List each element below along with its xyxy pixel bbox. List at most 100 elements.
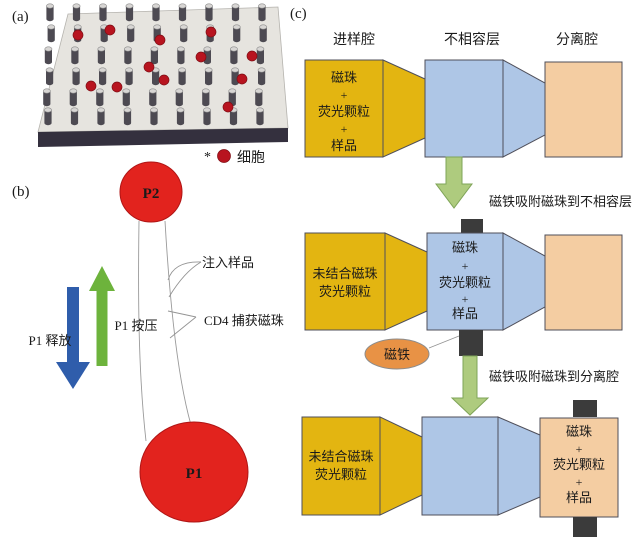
stage3-sep-line: 荧光颗粒 [553, 457, 605, 472]
pillar-cap [150, 46, 159, 52]
pillar-body [230, 49, 238, 65]
stage1-line: 荧光颗粒 [318, 104, 370, 119]
cell-dots [72, 24, 258, 113]
pillar-cap [203, 46, 212, 52]
stage2-mid-line: + [462, 292, 469, 306]
stage3-sep-line: 磁珠 [566, 424, 592, 439]
pillar-body [176, 110, 185, 126]
cell-dot [104, 24, 116, 36]
pillar-cap [73, 24, 82, 30]
stage3-inlet-chamber [301, 416, 381, 516]
pillar-body [258, 70, 266, 86]
pillar-body [229, 110, 238, 126]
pillar-cap [72, 3, 81, 9]
pillar-cap [46, 3, 54, 9]
pillar-body [125, 6, 134, 22]
magnet-block-sep-top [573, 400, 597, 417]
cd4-label: CD4 捕获磁珠 [204, 313, 284, 328]
cell-dot [158, 74, 170, 86]
stage2-mid-line: 磁珠 [452, 240, 478, 255]
stage3-inlet-nozzle [379, 416, 423, 516]
pillar-cap [122, 88, 131, 94]
legend-label: 细胞 [237, 150, 265, 166]
pillar-cap [72, 67, 80, 73]
pillar-cap [179, 24, 188, 30]
stage1-line: + [341, 88, 348, 102]
stage3-middle-nozzle [497, 416, 541, 516]
panel-c-label: (c) [290, 6, 307, 22]
pump-p1-label: P1 [186, 466, 203, 482]
cell-dot [85, 80, 97, 92]
inject-pointer-line2 [168, 261, 202, 298]
pillar-body [122, 91, 130, 107]
header-separation-chamber: 分离腔 [556, 31, 598, 48]
step2-label: 磁铁吸附磁珠到分离腔 [489, 369, 619, 384]
pillar-body [43, 91, 51, 107]
magnet-label: 磁铁 [384, 347, 410, 362]
pillar-body [152, 6, 160, 22]
pillar-body [99, 70, 107, 86]
stage-1: 磁珠 + 荧光颗粒 + 样品 [304, 59, 623, 158]
pillar-cap [204, 67, 213, 73]
pillar-cap [201, 88, 210, 94]
pillar-body [46, 70, 54, 86]
pillar-cap [126, 24, 135, 30]
pillar-body [72, 70, 80, 86]
pillar-body [125, 70, 133, 86]
pillar-body [71, 49, 79, 65]
channel-right-wall [164, 220, 192, 426]
pillar-cap [256, 46, 265, 52]
legend-asterisk: * [204, 150, 211, 165]
panel-b: (b) P2 P1 P1 按压 P1 释放 注入样品 CD4 捕获磁珠 [12, 161, 284, 523]
micropillar-platform-front [38, 128, 288, 147]
stage3-sep-line: + [576, 475, 583, 489]
stage3-inlet-line: 荧光颗粒 [315, 467, 367, 482]
pillar-cap [228, 88, 237, 94]
pillar-body [127, 27, 135, 43]
pillar-cap [258, 3, 266, 9]
stage2-separation-chamber [544, 234, 623, 331]
pillar-body [150, 110, 158, 126]
release-label: P1 释放 [29, 333, 72, 348]
pillar-cap [97, 46, 106, 52]
step1-label: 磁铁吸附磁珠到不相容层 [489, 194, 632, 209]
pillar-body [178, 6, 187, 22]
pillar-cap [47, 24, 56, 30]
stage2-middle-chamber [426, 232, 504, 331]
inject-pointer-line [167, 261, 202, 281]
pillar-cap [232, 24, 241, 30]
stage1-line: 样品 [331, 138, 357, 153]
step2-down-arrow [450, 355, 490, 416]
inject-label: 注入样品 [202, 255, 254, 270]
pillar-body [231, 6, 240, 22]
pillar-body [256, 49, 264, 65]
pillar-body [205, 70, 213, 86]
pillar-cap [229, 46, 238, 52]
pillar-cap [152, 3, 160, 9]
panel-a-label: (a) [12, 9, 29, 25]
pillar-body [72, 6, 81, 22]
cell-dot [236, 73, 248, 85]
pillar-body [70, 110, 79, 126]
release-down-arrow [56, 287, 90, 389]
stage2-inlet-chamber [304, 232, 386, 331]
pillar-cap [70, 107, 79, 113]
pillar-body [152, 70, 160, 86]
pillar-cap [71, 46, 79, 52]
pillar-cap [123, 107, 132, 113]
pillar-body [256, 110, 264, 126]
pillar-body [259, 27, 267, 43]
pillar-body [231, 70, 239, 86]
pillar-cap [259, 24, 268, 30]
stage2-mid-line: 荧光颗粒 [439, 275, 491, 290]
cell-dot [111, 81, 123, 93]
step1-down-arrow [435, 156, 473, 209]
pillar-cap [124, 46, 132, 52]
pillar-body [44, 110, 52, 126]
press-label: P1 按压 [115, 318, 158, 333]
legend-cell-icon [217, 149, 231, 163]
cell-dot [154, 34, 166, 46]
pillar-cap [203, 107, 211, 113]
